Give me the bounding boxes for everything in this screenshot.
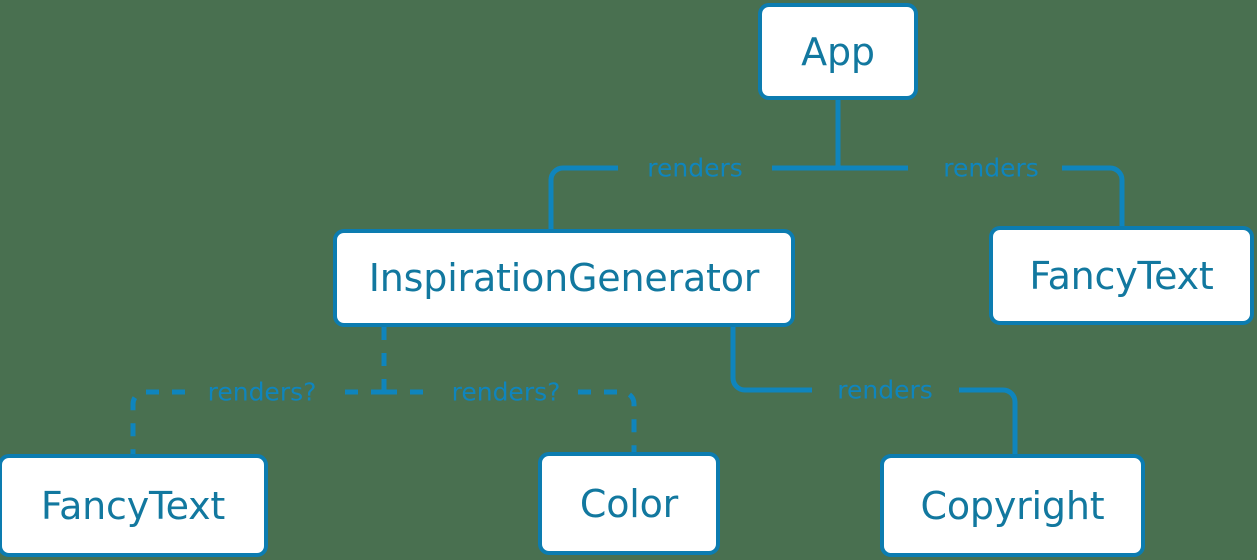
node-copyright[interactable]: Copyright <box>880 454 1145 557</box>
node-app-label: App <box>801 29 875 74</box>
node-inspiration-generator-label: InspirationGenerator <box>368 256 760 300</box>
node-fancytext-bottom-label: FancyText <box>40 483 226 528</box>
edge-inspiration-generator-to-fancytext-bottom-outer <box>130 389 185 454</box>
edge-label-inspiration-generator-to-copyright: renders <box>837 375 933 405</box>
node-copyright-label: Copyright <box>920 483 1105 528</box>
edge-app-to-inspiration-generator-bus-left-outer <box>548 165 618 229</box>
edge-label-inspiration-generator-to-color: renders? <box>451 377 561 407</box>
node-color[interactable]: Color <box>538 452 720 555</box>
node-fancytext-bottom[interactable]: FancyText <box>0 454 268 557</box>
edge-label-inspiration-generator-to-fancytext-bottom: renders? <box>207 377 317 407</box>
node-color-label: Color <box>579 481 679 526</box>
edge-inspiration-generator-to-color-outer <box>578 389 637 452</box>
node-fancytext-right[interactable]: FancyText <box>989 226 1254 325</box>
edge-inspiration-generator-to-copyright-right <box>959 387 1018 454</box>
edge-label-app-to-inspiration-generator: renders <box>647 153 743 183</box>
edge-label-app-to-fancytext-right: renders <box>943 153 1039 183</box>
edge-app-to-fancytext-right-bus-outer <box>1062 165 1125 226</box>
node-app[interactable]: App <box>758 3 918 100</box>
node-inspiration-generator[interactable]: InspirationGenerator <box>333 229 795 327</box>
node-fancytext-right-label: FancyText <box>1029 253 1214 298</box>
edge-inspiration-generator-to-copyright-left <box>730 327 812 393</box>
